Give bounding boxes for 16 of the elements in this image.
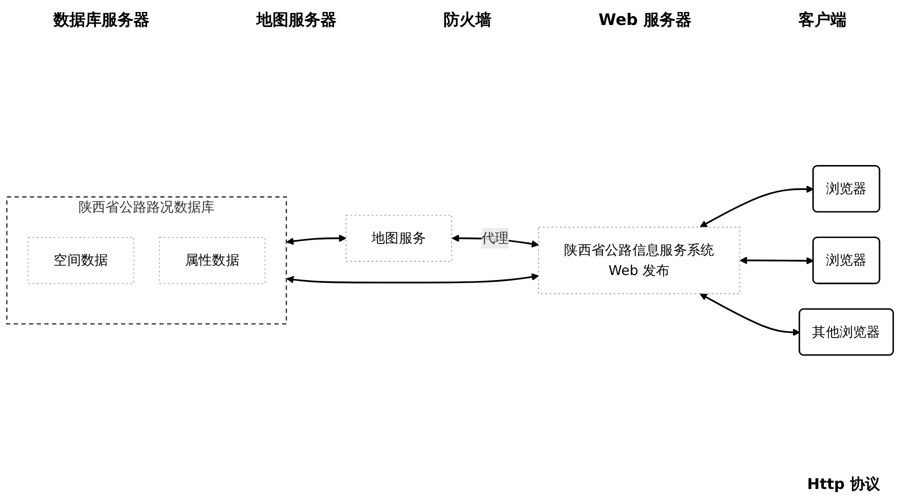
edge-label: 代理 <box>482 229 509 246</box>
column-heading: 地图服务器 <box>256 10 336 30</box>
arrow <box>700 293 800 336</box>
node-box: 属性数据 <box>158 236 266 284</box>
column-heading: 客户端 <box>798 10 846 30</box>
column-heading: Web 服务器 <box>598 10 692 30</box>
column-heading: 防火墙 <box>444 10 492 30</box>
protocol-label: Http 协议 <box>807 475 880 493</box>
arrow <box>286 234 346 245</box>
column-heading: 数据库服务器 <box>54 10 150 30</box>
node-box: 空间数据 <box>28 236 134 284</box>
arrow <box>740 256 814 264</box>
arrow <box>286 272 539 283</box>
arrow <box>700 185 814 227</box>
node-box: 地图服务 <box>346 214 452 262</box>
node-box: 陕西省公路信息服务系统 Web 发布 <box>538 226 740 294</box>
